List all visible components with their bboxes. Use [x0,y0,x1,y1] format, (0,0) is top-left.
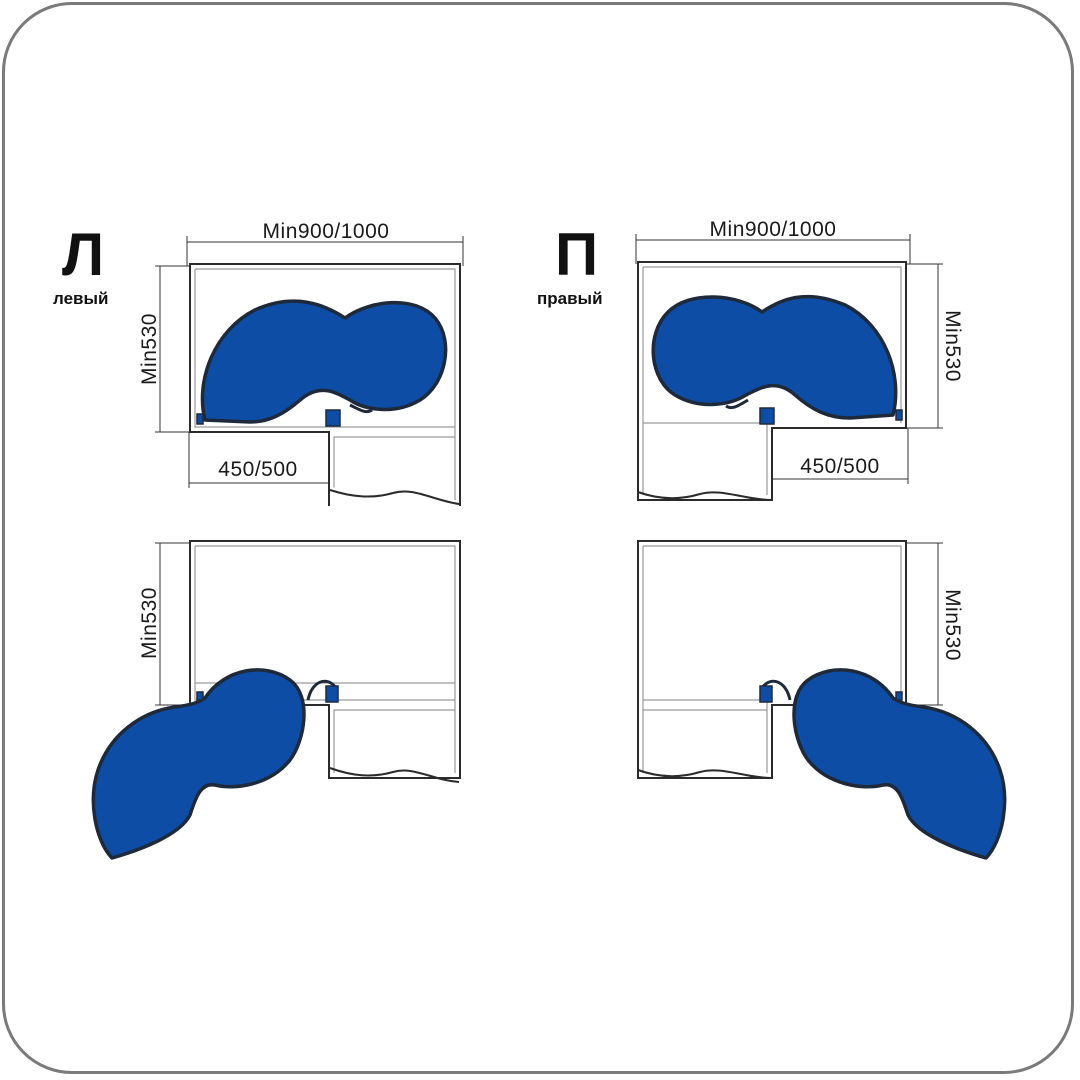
hinge-mechanism-icon [325,409,341,427]
hinge-mechanism-icon [325,685,339,703]
hinge-mechanism-icon [759,407,775,425]
kidney-tray-icon [792,668,1007,860]
left-depth-label: Min530 [138,313,161,385]
left-lower-depth-label: Min530 [138,587,161,659]
right-depth-label: Min530 [941,310,964,382]
left-letter: Л [62,221,104,288]
left-opening-label: 450/500 [218,458,297,481]
left-caption: левый [53,289,108,308]
right-lower-depth-label: Min530 [941,589,964,661]
right-opening-label: 450/500 [800,455,879,478]
hinge-mechanism-icon [759,685,773,703]
left-width-label: Min900/1000 [263,220,390,243]
left-open-view: Min530 [91,540,461,860]
kidney-tray-icon [651,294,898,420]
right-letter: П [555,221,598,288]
left-closed-view: Л левый Min900/1000 Min530 450/500 [53,220,464,510]
right-closed-view: П правый Min900/1000 Min530 450/500 [537,218,964,501]
kidney-tray-icon [200,299,448,424]
right-width-label: Min900/1000 [710,218,837,241]
right-open-view: Min530 [637,540,1007,860]
right-caption: правый [537,289,603,308]
kidney-tray-icon [91,668,306,860]
